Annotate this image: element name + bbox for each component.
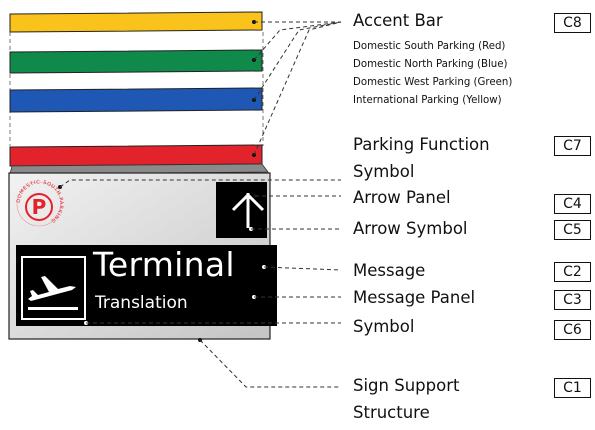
- accent-bar-blue: [9, 87, 263, 113]
- message-panel: [16, 245, 277, 326]
- label-parking-function-line2: Symbol: [353, 162, 415, 181]
- label-accent-bar: Accent Bar: [353, 11, 443, 30]
- legend-domestic-north: Domestic North Parking (Blue): [353, 59, 508, 70]
- legend-domestic-south: Domestic South Parking (Red): [353, 41, 506, 52]
- code-c8: C8: [554, 13, 591, 33]
- accent-bar-red: [9, 144, 263, 167]
- code-c7: C7: [554, 136, 591, 156]
- code-c2: C2: [554, 262, 591, 282]
- translation-text: Translation: [95, 293, 188, 313]
- code-c4: C4: [554, 194, 591, 214]
- arrow-up-icon: [231, 192, 265, 228]
- leader-lines: [59, 21, 342, 388]
- label-arrow-symbol: Arrow Symbol: [353, 219, 468, 238]
- accent-bar-green: [9, 49, 263, 74]
- label-sign-support-line2: Structure: [353, 403, 430, 422]
- label-message: Message: [353, 261, 426, 280]
- code-c1: C1: [554, 378, 591, 398]
- message-text: Terminal: [93, 245, 235, 284]
- label-message-panel: Message Panel: [353, 288, 476, 307]
- legend-international: International Parking (Yellow): [353, 95, 502, 106]
- legend-domestic-west: Domestic West Parking (Green): [353, 77, 513, 88]
- label-parking-function: Parking Function: [353, 135, 490, 154]
- label-sign-support: Sign Support: [353, 376, 460, 395]
- code-c3: C3: [554, 290, 591, 310]
- code-c6: C6: [554, 320, 591, 340]
- sign-top-edge: [9, 163, 269, 175]
- parking-letter: P: [32, 195, 47, 219]
- airport-symbol-frame: [21, 256, 86, 320]
- label-symbol: Symbol: [353, 317, 415, 336]
- arrow-panel: [216, 182, 267, 238]
- accent-bar-yellow: [9, 11, 263, 33]
- airplane-icon: [28, 276, 78, 310]
- label-arrow-panel: Arrow Panel: [353, 188, 451, 207]
- code-c5: C5: [554, 220, 591, 240]
